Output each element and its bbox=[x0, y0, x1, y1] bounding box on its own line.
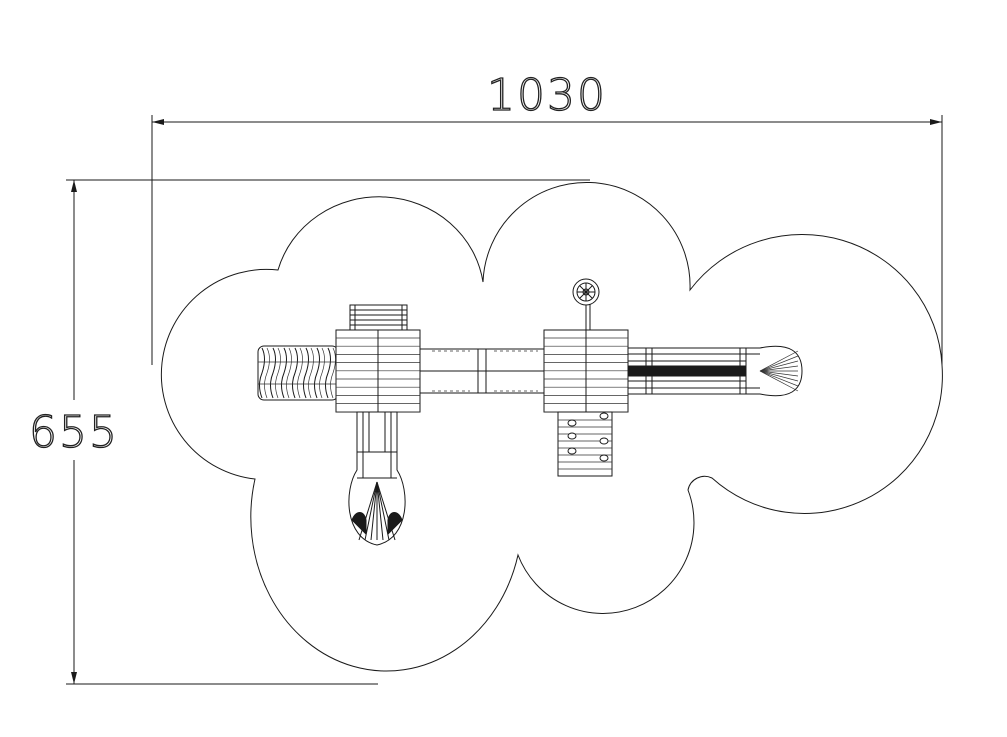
tube-ring bbox=[270, 347, 276, 399]
left-deck bbox=[335, 304, 421, 413]
slide-exit-rib bbox=[759, 360, 799, 372]
crawl-tube bbox=[257, 345, 339, 401]
tube-ring bbox=[303, 347, 309, 399]
slide-bottom-rib bbox=[376, 481, 384, 541]
climbing-hold bbox=[567, 432, 577, 440]
tube-ring bbox=[292, 347, 298, 399]
steering-wheel bbox=[572, 278, 600, 306]
tube-ring bbox=[281, 347, 287, 399]
slide-exit-rib bbox=[759, 355, 799, 372]
safety-zone-outline bbox=[160, 181, 943, 672]
tube-ring bbox=[297, 347, 303, 399]
slide-bottom-rib bbox=[376, 481, 390, 541]
slide-exit-rib bbox=[759, 370, 799, 387]
climbing-hold bbox=[567, 419, 577, 427]
climbing-hold bbox=[599, 454, 609, 462]
slide-bottom-rib bbox=[376, 481, 396, 541]
tube-ring bbox=[275, 347, 281, 399]
slide-exit-rib bbox=[759, 370, 799, 377]
right-deck bbox=[543, 300, 629, 413]
slide-bottom-rib bbox=[370, 481, 378, 541]
tube-ring bbox=[286, 347, 292, 399]
climbing-hold bbox=[599, 412, 609, 420]
slide-exit-rib bbox=[759, 350, 799, 372]
height-dimension: 655 bbox=[28, 179, 590, 685]
tube-ring bbox=[259, 347, 265, 399]
curved-slide bbox=[348, 411, 406, 546]
width-dimension: 1030 bbox=[151, 69, 943, 365]
tunnel-bridge bbox=[419, 348, 545, 394]
tube-ring bbox=[330, 347, 336, 399]
straight-slide bbox=[627, 345, 803, 397]
tube-ring bbox=[319, 347, 325, 399]
climbing-hold bbox=[599, 437, 609, 445]
slide-exit-rib bbox=[759, 370, 799, 392]
tube-ring bbox=[314, 347, 320, 399]
climbing-hold bbox=[567, 447, 577, 455]
tube-ring bbox=[308, 347, 314, 399]
climbing-wall bbox=[557, 411, 613, 477]
tube-ring bbox=[325, 347, 331, 399]
height-label: 655 bbox=[29, 407, 119, 458]
slide-exit-rib bbox=[759, 365, 799, 372]
slide-exit-rib bbox=[759, 370, 799, 382]
slide-bottom-rib bbox=[364, 481, 378, 541]
tube-ring bbox=[264, 347, 270, 399]
width-label: 1030 bbox=[487, 70, 607, 121]
slide-bottom-rib bbox=[358, 481, 378, 541]
